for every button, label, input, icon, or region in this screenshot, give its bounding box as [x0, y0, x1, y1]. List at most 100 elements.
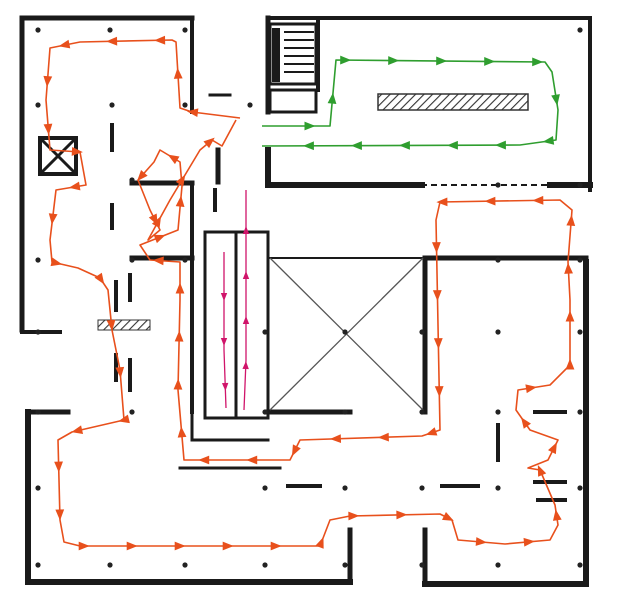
- triangle-arrow-icon: [94, 272, 105, 285]
- triangle-arrow-icon: [442, 512, 454, 521]
- route-ramp-path: [243, 190, 247, 411]
- triangle-arrow-icon: [198, 455, 210, 465]
- triangle-arrow-icon: [537, 464, 547, 477]
- triangle-arrow-icon: [548, 442, 557, 455]
- triangle-arrow-icon: [434, 386, 444, 398]
- column: [262, 329, 268, 335]
- column: [247, 102, 253, 108]
- triangle-arrow-icon: [78, 541, 90, 551]
- triangle-arrow-icon: [270, 541, 282, 551]
- column: [495, 182, 501, 188]
- column: [577, 329, 583, 335]
- hatched-block: [97, 319, 151, 331]
- triangle-arrow-icon: [220, 293, 228, 301]
- triangle-arrow-icon: [151, 216, 162, 228]
- wall-core-bottom: [190, 410, 270, 442]
- triangle-arrow-icon: [167, 154, 180, 165]
- column: [129, 409, 135, 415]
- triangle-arrow-icon: [126, 541, 138, 551]
- triangle-arrow-icon: [106, 319, 116, 331]
- column: [419, 329, 425, 335]
- walls: [19, 15, 593, 587]
- triangle-arrow-icon: [431, 242, 441, 254]
- hatched-bar: [377, 93, 529, 111]
- triangle-arrow-icon: [348, 511, 360, 521]
- triangle-arrow-icon: [186, 108, 199, 118]
- triangle-arrow-icon: [173, 67, 183, 79]
- triangle-arrow-icon: [246, 455, 258, 465]
- triangle-arrow-icon: [552, 509, 562, 521]
- triangle-arrow-icon: [154, 35, 166, 45]
- triangle-arrow-icon: [340, 55, 352, 65]
- column: [577, 182, 583, 188]
- triangle-arrow-icon: [433, 338, 443, 350]
- triangle-arrow-icon: [220, 338, 228, 346]
- column: [35, 562, 41, 568]
- triangle-arrow-icon: [175, 174, 186, 187]
- columns: [35, 27, 583, 568]
- column: [262, 485, 268, 491]
- column: [35, 485, 41, 491]
- triangle-arrow-icon: [484, 196, 496, 206]
- column: [35, 102, 41, 108]
- column: [342, 329, 348, 335]
- triangle-arrow-icon: [152, 256, 164, 266]
- column: [577, 257, 583, 263]
- triangle-arrow-icon: [494, 140, 506, 150]
- triangle-arrow-icon: [521, 417, 531, 429]
- wall-upper-gallery: [265, 147, 425, 188]
- triangle-arrow-icon: [398, 140, 410, 150]
- column: [495, 485, 501, 491]
- column: [35, 409, 41, 415]
- triangle-arrow-icon: [58, 39, 71, 49]
- triangle-arrow-icon: [388, 56, 400, 65]
- column: [35, 329, 41, 335]
- triangle-arrow-icon: [174, 541, 186, 551]
- column: [129, 257, 135, 263]
- triangle-arrow-icon: [54, 461, 63, 473]
- column: [577, 485, 583, 491]
- triangle-arrow-icon: [532, 195, 544, 205]
- triangle-arrow-icon: [71, 425, 84, 434]
- column: [342, 409, 348, 415]
- triangle-arrow-icon: [304, 121, 316, 131]
- column: [495, 257, 501, 263]
- triangle-arrow-icon: [242, 361, 249, 370]
- column: [109, 102, 115, 108]
- triangle-arrow-icon: [291, 444, 301, 457]
- triangle-arrow-icon: [175, 195, 185, 207]
- triangle-arrow-icon: [153, 234, 166, 244]
- triangle-arrow-icon: [432, 290, 442, 302]
- column: [577, 562, 583, 568]
- triangle-arrow-icon: [106, 36, 118, 46]
- column: [419, 485, 425, 491]
- triangle-arrow-icon: [203, 137, 215, 149]
- circulation-routes: [43, 35, 576, 551]
- x-box-icon: [38, 136, 78, 176]
- triangle-arrow-icon: [446, 140, 458, 150]
- column: [495, 329, 501, 335]
- triangle-arrow-icon: [425, 427, 438, 436]
- column: [182, 27, 188, 33]
- triangle-arrow-icon: [350, 141, 362, 150]
- triangle-arrow-icon: [327, 92, 337, 104]
- triangle-arrow-icon: [221, 382, 229, 391]
- column: [35, 257, 41, 263]
- route-upper-path: [261, 59, 559, 147]
- triangle-arrow-icon: [565, 310, 575, 322]
- triangle-arrow-icon: [43, 75, 53, 88]
- column: [342, 562, 348, 568]
- triangle-arrow-icon: [564, 262, 573, 274]
- triangle-arrow-icon: [396, 510, 408, 520]
- column: [107, 27, 113, 33]
- column: [107, 562, 113, 568]
- column: [495, 409, 501, 415]
- triangle-arrow-icon: [523, 537, 535, 547]
- triangle-arrow-icon: [436, 197, 448, 207]
- column: [419, 562, 425, 568]
- triangle-arrow-icon: [71, 147, 83, 156]
- triangle-arrow-icon: [50, 257, 63, 267]
- triangle-arrow-icon: [315, 536, 324, 549]
- column: [419, 409, 425, 415]
